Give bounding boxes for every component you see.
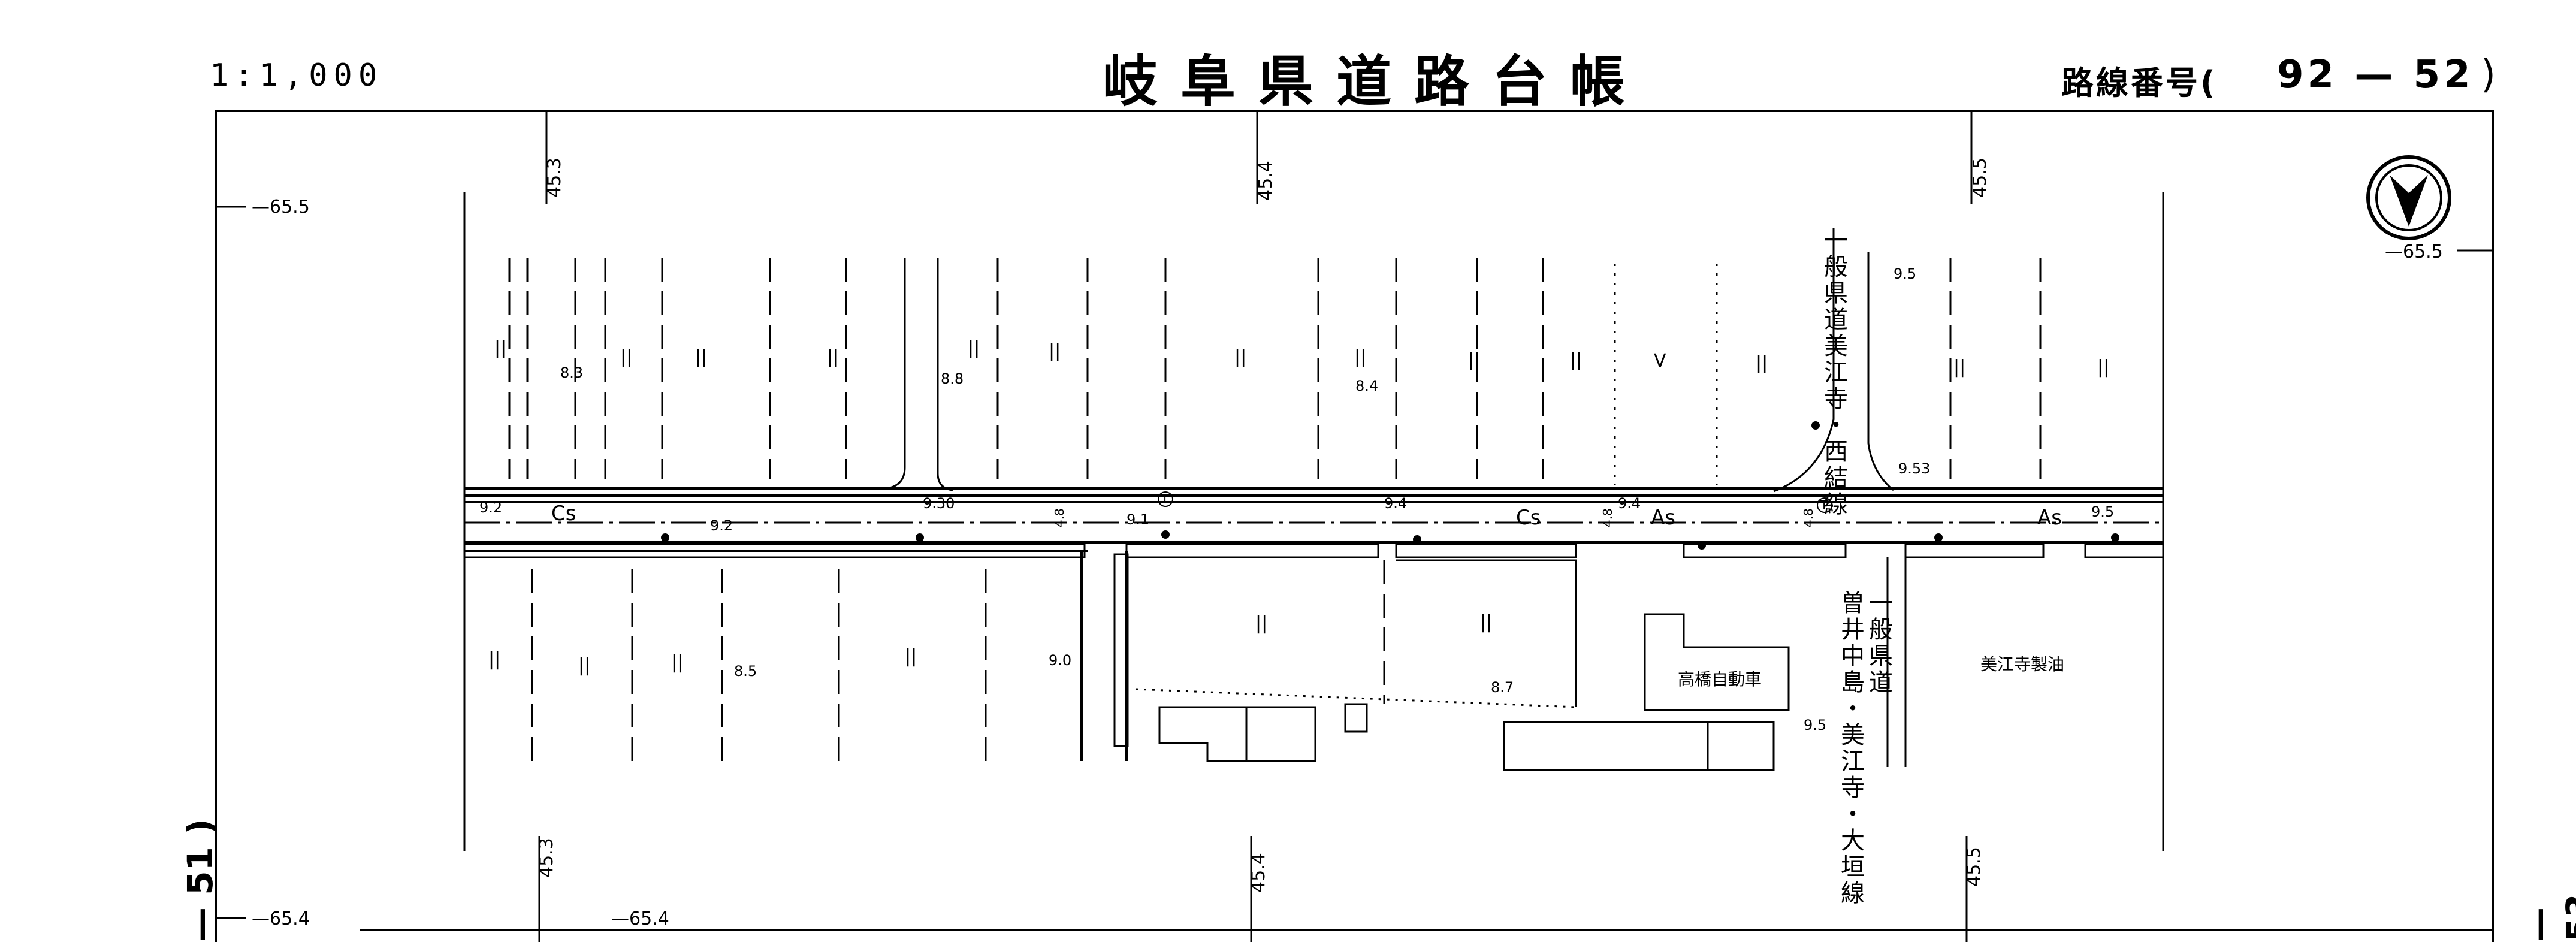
land-use-symbols: || || || || || || || || || || || || || |…: [488, 337, 2109, 676]
parcel-boundaries-north: [508, 258, 2042, 479]
svg-text:||: ||: [1354, 346, 1366, 367]
road-edges: [464, 487, 2163, 761]
grid-label-top-2: 45.4: [1255, 161, 1276, 201]
svg-text:||: ||: [1468, 349, 1480, 370]
grid-label-bottom-2: 45.4: [1248, 853, 1269, 893]
pavement-label: Cs: [551, 502, 576, 526]
road-point-markers: [661, 421, 2119, 550]
traffic-signal-icons: T T: [1158, 491, 1832, 513]
elevation: 8.3: [560, 364, 583, 381]
svg-text:||: ||: [1756, 352, 1768, 373]
pavement-label: As: [1651, 506, 1675, 530]
svg-text:4.8: 4.8: [1052, 508, 1067, 527]
elevation: 9.1: [1127, 511, 1149, 528]
svg-text:T: T: [1161, 492, 1169, 506]
elevation: 8.7: [1491, 679, 1514, 696]
svg-text:T: T: [1820, 498, 1828, 512]
grid-label-left-bottom: —65.4: [252, 908, 310, 929]
svg-text:||: ||: [968, 337, 980, 358]
elevation: 9.2: [479, 499, 502, 516]
elevation: 9.4: [1384, 495, 1407, 512]
pavement-labels: As As Cs Cs: [551, 502, 2062, 530]
buildings: [1158, 613, 1790, 771]
svg-text:4.8: 4.8: [1600, 508, 1615, 527]
svg-text:||: ||: [671, 652, 683, 673]
route-number-label: 路線番号(: [2061, 64, 2218, 102]
parcel-solid-south: [1396, 557, 1907, 767]
road-name-north: 一般県道美江寺・西結線: [1820, 228, 1847, 518]
svg-text:||: ||: [1480, 612, 1492, 633]
svg-text:||: ||: [1234, 346, 1246, 367]
grid-label-bottom-3: 45.5: [1964, 847, 1985, 887]
svg-text:||: ||: [1570, 349, 1582, 370]
elevation: 9.2: [710, 517, 733, 534]
map-extent: [463, 192, 2164, 851]
grid-label-left-top: —65.5: [252, 197, 310, 218]
elevation: 8.4: [1355, 378, 1378, 394]
map-frame: [215, 110, 2494, 942]
svg-text:||: ||: [620, 346, 632, 367]
route-number-value: 92 — 52: [2277, 53, 2474, 97]
driveways-north: [886, 228, 1894, 493]
grid-label-top-1: 45.3: [544, 158, 565, 198]
road-name-south-a: 一般県道: [1865, 590, 1892, 696]
grid-label-inner-bottom: —65.4: [611, 908, 669, 929]
lot-boundary-south: [1135, 688, 1577, 708]
svg-text:||: ||: [1255, 613, 1267, 634]
road-name-south-b: 曽井中島・美江寺・大垣線: [1837, 590, 1864, 907]
elevation: 9.5: [2091, 503, 2114, 520]
page-title: 岐阜県道路台帳: [1103, 49, 1648, 114]
map-scale: 1:1,000: [210, 58, 383, 93]
elevation: 9.53: [1898, 460, 1930, 477]
elevation-labels: 8.3 8.8 8.4 9.5 9.53 9.2 9.2 9.30 9.1 9.…: [479, 265, 2114, 733]
elevation: 9.5: [1804, 717, 1826, 733]
grid-ticks: [216, 111, 2493, 942]
elevation: 9.5: [1894, 265, 1916, 282]
pavement-label: Cs: [1516, 506, 1541, 530]
svg-text:||: ||: [1049, 340, 1061, 361]
building-label: 高橋自動車: [1678, 669, 1762, 689]
grid-label-bottom-1: 45.3: [536, 838, 557, 878]
svg-text:4.8: 4.8: [1801, 508, 1816, 527]
svg-text:V: V: [1654, 351, 1666, 372]
svg-text:||: ||: [827, 346, 839, 367]
svg-text:||: ||: [695, 346, 707, 367]
svg-text:||: ||: [905, 646, 917, 667]
grid-label-right-top: —65.5: [2385, 241, 2443, 262]
grid-label-top-3: 45.5: [1970, 158, 1991, 198]
elevation: 8.8: [941, 370, 964, 387]
route-number-close: ): [2481, 53, 2496, 97]
svg-text:||: ||: [1953, 357, 1965, 378]
svg-text:||: ||: [2097, 357, 2109, 378]
svg-text:||: ||: [488, 649, 500, 670]
field-boundaries-north: [1614, 264, 1718, 485]
north-arrow-icon: [2366, 155, 2451, 240]
pavement-label: As: [2037, 506, 2062, 530]
elevation: 9.4: [1618, 495, 1641, 512]
elevation: 8.5: [734, 663, 757, 680]
svg-text:||: ||: [578, 655, 590, 676]
elevation: 9.0: [1049, 652, 1071, 669]
elevation: 9.30: [923, 495, 955, 512]
curb-blocks: [463, 543, 2164, 747]
parcel-boundaries-south: [531, 560, 1385, 761]
width-labels: 4.8 4.8 4.8: [1052, 508, 1816, 527]
building-label: 美江寺製油: [1980, 654, 2064, 674]
svg-text:||: ||: [494, 337, 506, 358]
